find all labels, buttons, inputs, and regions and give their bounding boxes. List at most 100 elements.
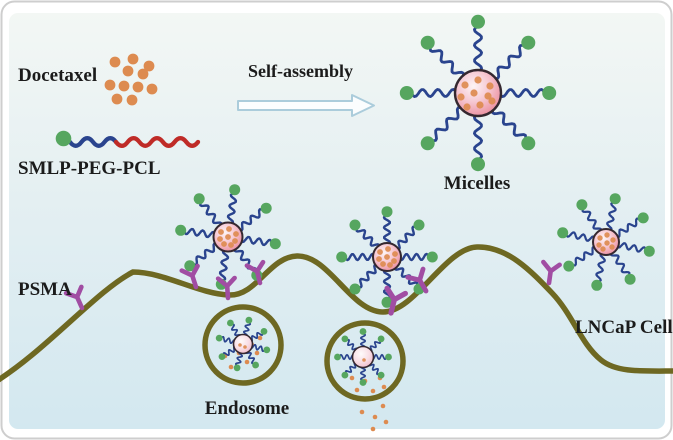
micelle <box>336 206 438 308</box>
targeting-ligand-icon <box>521 35 536 50</box>
targeting-ligand-icon <box>175 224 187 236</box>
targeting-ligand-icon <box>227 319 234 327</box>
peg-arm <box>473 112 483 162</box>
drug-dot-icon <box>228 242 234 248</box>
peg-arm <box>382 213 392 247</box>
drug-dot-icon <box>226 226 232 232</box>
docetaxel-dot-icon <box>127 53 139 65</box>
docetaxel-dot-icon <box>111 93 123 105</box>
targeting-ligand-icon <box>218 353 226 360</box>
drug-dot-icon <box>225 234 231 240</box>
drug-dot-icon <box>218 229 224 235</box>
peg-arm <box>595 251 606 284</box>
targeting-ligand-icon <box>215 334 223 342</box>
targeting-ligand-icon <box>563 260 575 272</box>
peg-arm <box>356 263 379 289</box>
drug-dot-icon <box>370 426 376 432</box>
drug-dot-icon <box>391 258 397 264</box>
drug-dot-icon <box>377 249 383 255</box>
smlp-ligand-icon <box>55 130 72 147</box>
self-assembly-label: Self-assembly <box>248 61 353 81</box>
pcl-block-wave <box>113 136 201 148</box>
self-assembly-arrow-icon <box>237 94 375 117</box>
drug-dot-icon <box>228 364 234 370</box>
smlp-peg-pcl-unimer-icon <box>55 130 201 148</box>
micelle-core <box>232 333 254 355</box>
psma-receptor-icon <box>244 259 266 286</box>
endosome-vesicle <box>202 304 284 386</box>
targeting-ligand-icon <box>381 296 393 308</box>
drug-dot-icon <box>349 375 355 381</box>
peg-arm <box>609 250 631 277</box>
psma-receptor-icon <box>63 284 85 311</box>
drug-dot-icon <box>243 345 247 349</box>
docetaxel-dot-icon <box>118 80 130 92</box>
targeting-ligand-icon <box>229 184 241 196</box>
drug-dot-icon <box>233 231 239 237</box>
peg-arm <box>355 226 381 249</box>
psma-receptor-icon <box>384 285 408 316</box>
psma-receptors-layer <box>63 259 562 316</box>
peg-arm <box>182 227 217 239</box>
drug-dot-icon <box>604 232 610 238</box>
docetaxel-dot-icon <box>132 81 144 93</box>
docetaxel-dot-icon <box>146 83 158 95</box>
peg-arm <box>239 235 274 247</box>
peg-arm <box>218 248 230 283</box>
targeting-ligand-icon <box>260 328 268 335</box>
endosome-micelle <box>334 328 392 386</box>
targeting-ligand-icon <box>381 206 393 218</box>
peg-arm <box>615 242 648 253</box>
peg-arm <box>492 43 526 80</box>
figure-canvas <box>9 13 665 429</box>
drug-dot-icon <box>457 93 465 101</box>
endosome-micelle <box>215 316 271 372</box>
docetaxel-dot-icon <box>137 68 149 80</box>
peg-arm <box>409 88 459 98</box>
drug-dot-icon <box>609 244 615 250</box>
targeting-ligand-icon <box>341 335 349 343</box>
peg-arm <box>614 217 641 239</box>
targeting-ligand-icon <box>576 199 588 211</box>
peg-arm <box>497 88 547 98</box>
peg-arm <box>606 200 617 233</box>
targeting-ligand-icon <box>521 136 536 151</box>
targeting-ligand-icon <box>245 316 253 324</box>
drug-dot-icon <box>362 358 366 362</box>
peg-arm <box>473 24 483 74</box>
drug-dot-icon <box>257 335 263 341</box>
targeting-ligand-icon <box>637 212 649 224</box>
micelles-layer <box>175 14 655 386</box>
drug-dot-icon <box>604 240 610 246</box>
drug-dot-icon <box>244 359 250 365</box>
drug-dot-icon <box>463 103 471 111</box>
targeting-ligand-icon <box>471 157 485 172</box>
polymer-label: SMLP-PEG-PCL <box>18 158 161 179</box>
targeting-ligand-icon <box>385 353 392 361</box>
targeting-ligand-icon <box>233 364 241 372</box>
targeting-ligand-icon <box>377 335 385 343</box>
docetaxel-dot-icon <box>143 60 155 72</box>
targeting-ligand-icon <box>420 136 435 151</box>
peg-arm <box>192 242 219 266</box>
psma-receptor-icon <box>179 263 200 290</box>
targeting-ligand-icon <box>334 353 341 361</box>
lncap-cell-label: LNCaP Cell <box>575 317 673 338</box>
drug-dot-icon <box>486 82 494 90</box>
cell-membrane <box>0 244 673 383</box>
peg-arm <box>397 252 431 262</box>
peg-arm <box>226 191 238 226</box>
targeting-ligand-icon <box>542 86 557 100</box>
targeting-ligand-icon <box>643 245 655 257</box>
drug-dot-icon <box>484 92 492 100</box>
peg-arm <box>382 267 392 301</box>
targeting-ligand-icon <box>336 251 348 263</box>
targeting-ligand-icon <box>341 371 349 379</box>
micelle <box>399 14 557 172</box>
endosome-label: Endosome <box>205 398 289 419</box>
docetaxel-cluster-icon <box>104 53 158 106</box>
targeting-ligand-icon <box>359 379 367 386</box>
